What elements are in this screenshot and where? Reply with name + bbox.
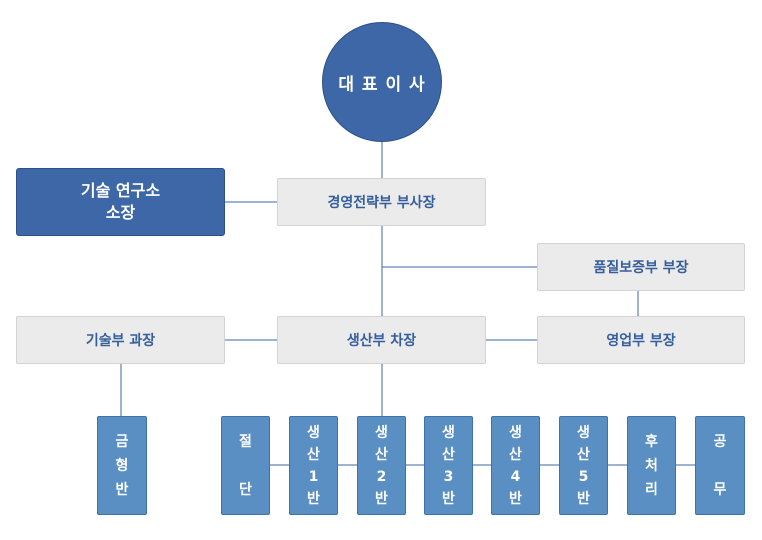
team-production-4-char: 생 — [509, 424, 522, 441]
sales-manager-node: 영업부 부장 — [537, 316, 745, 364]
quality-manager-label: 품질보증부 부장 — [593, 260, 689, 276]
team-production-5-char: 반 — [577, 490, 590, 507]
team-production-4-char: 반 — [509, 490, 522, 507]
ceo-node: 대 표 이 사 — [322, 22, 442, 142]
team-cutting-char: 절 — [239, 433, 252, 450]
team-production-5-char: 생 — [577, 424, 590, 441]
strategy-vp-node: 경영전략부 부사장 — [277, 178, 486, 226]
team-mold: 금 형 반 — [97, 416, 147, 515]
tech-manager-label: 기술부 과장 — [85, 333, 156, 349]
team-production-2: 생 산 2 반 — [357, 416, 406, 515]
team-post-processing: 후 처 리 — [627, 416, 676, 515]
team-mold-char: 형 — [115, 457, 129, 474]
team-production-4-char: 산 — [509, 446, 522, 463]
production-manager-label: 생산부 차장 — [346, 333, 417, 349]
team-post-processing-char: 리 — [645, 481, 658, 498]
ceo-label: 대 표 이 사 — [338, 74, 426, 95]
team-production-3-char: 생 — [442, 424, 455, 441]
strategy-vp-label: 경영전략부 부사장 — [327, 195, 436, 211]
team-production-5-char: 산 — [577, 446, 590, 463]
team-mold-char: 반 — [115, 481, 129, 498]
research-director-line2: 소장 — [105, 203, 136, 222]
team-production-5-char: 5 — [578, 468, 589, 485]
team-maintenance-char: 무 — [713, 481, 727, 498]
tech-manager-node: 기술부 과장 — [16, 316, 225, 364]
team-maintenance: 공 무 — [695, 416, 745, 515]
team-production-1: 생 산 1 반 — [289, 416, 338, 515]
team-production-2-char: 생 — [375, 424, 388, 441]
quality-manager-node: 품질보증부 부장 — [537, 243, 745, 291]
team-production-2-char: 2 — [376, 468, 387, 485]
team-production-1-char: 반 — [307, 490, 320, 507]
team-production-1-char: 생 — [307, 424, 320, 441]
team-production-3: 생 산 3 반 — [424, 416, 473, 515]
team-mold-char: 금 — [115, 433, 129, 450]
team-cutting: 절 단 — [221, 416, 270, 515]
team-cutting-char: 단 — [239, 481, 252, 498]
team-production-3-char: 3 — [443, 468, 454, 485]
research-director-node: 기술 연구소 소장 — [16, 168, 225, 236]
team-production-4: 생 산 4 반 — [491, 416, 540, 515]
team-production-4-char: 4 — [510, 468, 521, 485]
team-production-3-char: 반 — [442, 490, 455, 507]
team-production-3-char: 산 — [442, 446, 455, 463]
team-post-processing-char: 처 — [645, 457, 658, 474]
team-production-2-char: 산 — [375, 446, 388, 463]
team-production-1-char: 1 — [308, 468, 319, 485]
team-production-1-char: 산 — [307, 446, 320, 463]
team-production-2-char: 반 — [375, 490, 388, 507]
sales-manager-label: 영업부 부장 — [606, 333, 676, 349]
team-post-processing-char: 후 — [645, 433, 658, 450]
production-manager-node: 생산부 차장 — [277, 316, 486, 364]
team-maintenance-char: 공 — [713, 433, 727, 450]
team-production-5: 생 산 5 반 — [559, 416, 608, 515]
research-director-line1: 기술 연구소 — [80, 181, 161, 200]
